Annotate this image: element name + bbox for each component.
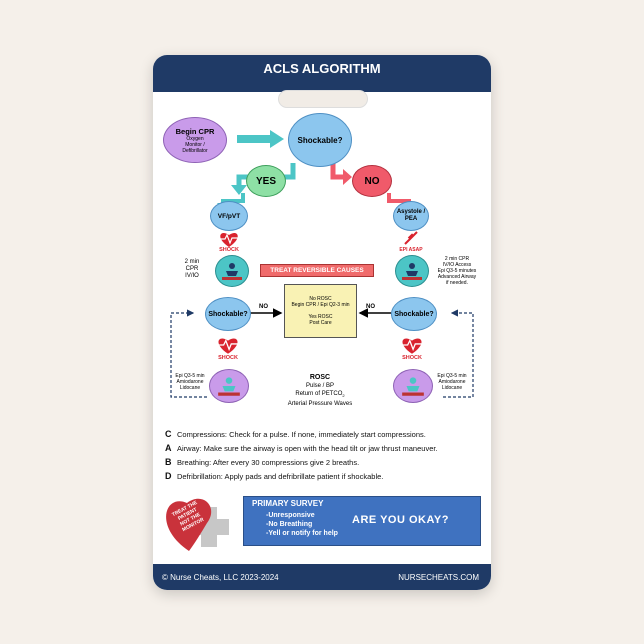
- left-drug-note: Epi Q3-5 min Amiodarone Lidocane: [173, 373, 207, 391]
- abcd-text: Airway: Make sure the airway is open wit…: [177, 444, 438, 453]
- shockable-left-node: Shockable?: [205, 297, 251, 331]
- shockable-right-node: Shockable?: [391, 297, 437, 331]
- note-line: CPR: [185, 266, 199, 272]
- rosc-decision-box: No ROSC Begin CPR / Epi Q2-3 min Yes ROS…: [284, 284, 357, 338]
- primary-survey-panel: PRIMARY SURVEY -Unresponsive -No Breathi…: [243, 496, 481, 546]
- begin-cpr-node: Begin CPR Oxygen Monitor / Defibrillator: [163, 117, 227, 163]
- heart-shock-icon: [402, 338, 422, 354]
- survey-item: -Unresponsive: [266, 512, 315, 519]
- abcd-letter: D: [165, 471, 172, 481]
- heart-cross-logo-icon: [166, 498, 229, 551]
- note-line: if needed.: [446, 280, 468, 286]
- heart-shock-icon: [220, 233, 238, 247]
- abcd-item: C Compressions: Check for a pulse. If non…: [165, 429, 426, 439]
- abcd-text: Compressions: Check for a pulse. If none…: [177, 430, 426, 439]
- cpr-icon: [215, 255, 249, 287]
- cpr-icon: [209, 369, 249, 403]
- rosc-line: Return of PETCO2: [273, 390, 367, 400]
- rosc-line: Pulse / BP: [305, 383, 334, 389]
- note-line: IV/IO: [185, 273, 199, 279]
- asystole-pea-node: Asystole / PEA: [393, 201, 429, 231]
- no-label-left: NO: [259, 304, 268, 310]
- rosc-block: ROSC Pulse / BP Return of PETCO2 Arteria…: [273, 373, 367, 408]
- teal-arrow-right: [237, 130, 284, 148]
- note-line: Advanced Airway: [437, 274, 477, 280]
- rosc-line: Arterial Pressure Waves: [287, 401, 353, 408]
- syringe-icon: [404, 231, 418, 245]
- shock-label: SHOCK: [219, 247, 239, 253]
- center-box-line: Yes ROSC: [308, 314, 333, 320]
- note-line: Epi Q3-5 minutes: [437, 268, 477, 274]
- acls-badge-card: ACLS ALGORITHM: [153, 55, 491, 590]
- heart-shock-icon: [218, 338, 238, 354]
- note-line: Epi Q3-5 min: [437, 373, 467, 379]
- left-cpr-note: 2 min CPR IV/IO: [179, 259, 205, 280]
- survey-item: -Yell or notify for help: [266, 530, 338, 537]
- abcd-letter: B: [165, 457, 172, 467]
- footer-website: NURSECHEATS.COM: [398, 573, 479, 582]
- shockable-main-node: Shockable?: [288, 113, 352, 167]
- abcd-item: D Defribrillation: Apply pads and defribr…: [165, 471, 383, 481]
- abcd-text: Breathing: After every 30 compressions g…: [177, 458, 360, 467]
- footer-copyright: © Nurse Cheats, LLC 2023-2024: [162, 573, 279, 582]
- footer: © Nurse Cheats, LLC 2023-2024 NURSECHEAT…: [153, 564, 491, 590]
- note-line: Lidocane: [179, 385, 201, 391]
- begin-cpr-line: Defibrillator: [182, 147, 208, 154]
- right-cpr-note: 2 min CPR IV/IO Access Epi Q3-5 minutes …: [429, 256, 485, 286]
- center-box-line: Post Care: [309, 320, 332, 326]
- primary-survey-items: -Unresponsive -No Breathing -Yell or not…: [266, 511, 338, 538]
- no-label-right: NO: [366, 304, 375, 310]
- note-line: Amiodarone: [438, 379, 466, 385]
- right-drug-note: Epi Q3-5 min Amiodarone Lidocane: [435, 373, 469, 391]
- note-line: Amiodarone: [176, 379, 204, 385]
- epi-asap-label: EPI ASAP: [399, 247, 423, 253]
- rosc-petco-sub: 2: [342, 393, 345, 399]
- survey-item: -No Breathing: [266, 521, 313, 528]
- yes-node: YES: [246, 165, 286, 197]
- cpr-icon: [395, 255, 429, 287]
- abcd-item: A Airway: Make sure the airway is open wi…: [165, 443, 438, 453]
- center-box-line: No ROSC: [309, 296, 332, 302]
- note-line: 2 min CPR: [444, 256, 470, 262]
- cpr-icon: [393, 369, 433, 403]
- vf-pvt-node: VF/pVT: [210, 201, 248, 231]
- are-you-okay-callout: ARE YOU OKAY?: [352, 514, 449, 526]
- header-title: ACLS ALGORITHM: [153, 55, 491, 92]
- shock-label: SHOCK: [402, 355, 422, 361]
- no-node: NO: [352, 165, 392, 197]
- abcd-item: B Breathing: After every 30 compressions …: [165, 457, 359, 467]
- note-line: IV/IO Access: [442, 262, 472, 268]
- abcd-letter: A: [165, 443, 172, 453]
- begin-cpr-line: Monitor /: [185, 141, 205, 148]
- abcd-text: Defribrillation: Apply pads and defribri…: [177, 472, 384, 481]
- treat-reversible-causes-banner: TREAT REVERSIBLE CAUSES: [260, 264, 374, 277]
- note-line: Lidocane: [441, 385, 463, 391]
- lanyard-slot: [278, 90, 368, 108]
- begin-cpr-line: Oxygen: [186, 135, 204, 142]
- note-line: 2 min: [184, 259, 200, 265]
- begin-cpr-title: Begin CPR: [175, 126, 215, 136]
- abcd-letter: C: [165, 429, 172, 439]
- note-line: Epi Q3-5 min: [175, 373, 205, 379]
- rosc-petco: Return of PETCO: [295, 391, 343, 397]
- primary-survey-title: PRIMARY SURVEY: [252, 499, 324, 508]
- center-box-line: Begin CPR / Epi Q2-3 min: [291, 302, 350, 308]
- shock-label: SHOCK: [218, 355, 238, 361]
- rosc-title: ROSC: [309, 374, 331, 381]
